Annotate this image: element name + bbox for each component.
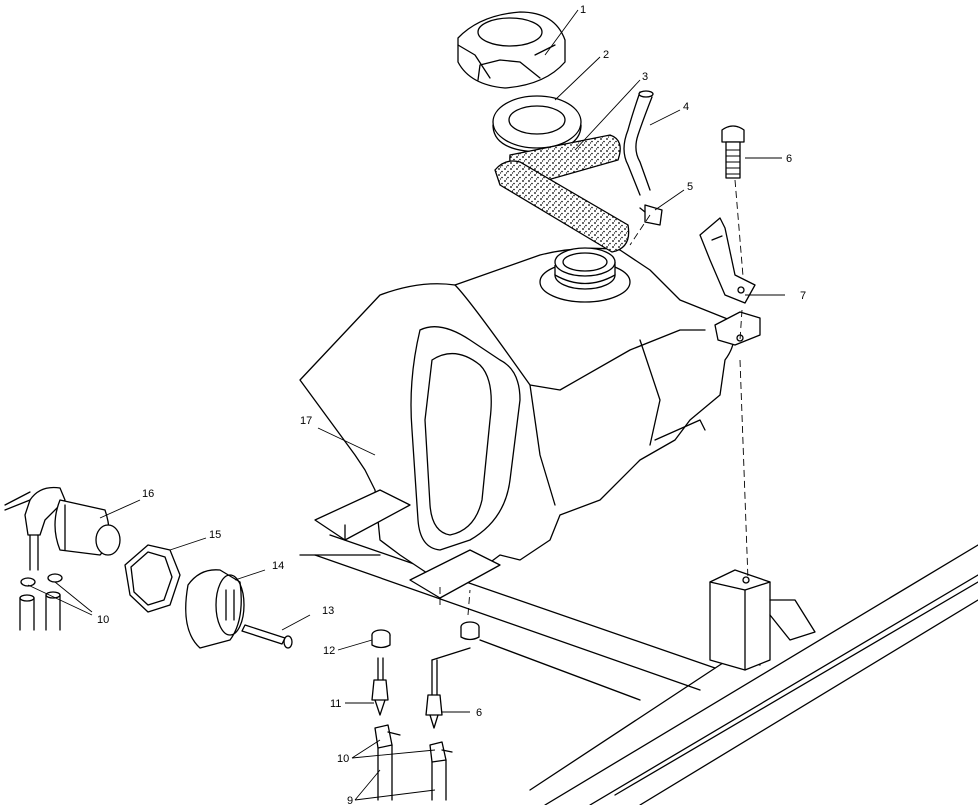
fuel-tank	[299, 247, 761, 599]
fuel-hoses-bottom	[374, 724, 453, 801]
plate-screw	[241, 624, 293, 649]
vent-fitting	[629, 204, 663, 246]
callout-13: 13	[322, 605, 334, 617]
callout-7: 7	[800, 290, 806, 302]
callout-6-bottom: 6	[476, 707, 482, 719]
fuel-valve	[4, 486, 121, 571]
callout-4: 4	[683, 101, 689, 113]
petcocks	[371, 647, 471, 729]
callout-5: 5	[687, 181, 693, 193]
valve-plate	[185, 569, 245, 649]
callout-9: 9	[347, 795, 353, 805]
mounting-bolt	[721, 125, 746, 301]
callout-14: 14	[272, 560, 284, 572]
callout-1: 1	[580, 4, 586, 16]
fuel-cap	[457, 11, 566, 89]
callout-11: 11	[330, 698, 341, 710]
valve-gasket	[124, 544, 181, 613]
callout-2: 2	[603, 49, 609, 61]
cap-gasket	[492, 95, 582, 153]
callout-16: 16	[142, 488, 154, 500]
callout-15: 15	[209, 529, 221, 541]
callout-6-top: 6	[786, 153, 792, 165]
fuel-lines-left	[19, 573, 63, 631]
grommets	[371, 585, 480, 649]
callout-12: 12	[323, 645, 335, 657]
callout-10-left: 10	[97, 614, 109, 626]
callout-10-bottom: 10	[337, 753, 349, 765]
fuel-foam-filter	[494, 134, 630, 253]
callout-17: 17	[300, 415, 312, 427]
callout-3: 3	[642, 71, 648, 83]
frame	[299, 534, 978, 805]
vent-hose	[623, 90, 654, 196]
callout-labels: 1 2 3 4 5 6 7 17 16 15 14 13 10 12 11 6 …	[97, 4, 806, 805]
leader-lines	[27, 9, 785, 801]
mounting-bracket	[699, 217, 756, 581]
